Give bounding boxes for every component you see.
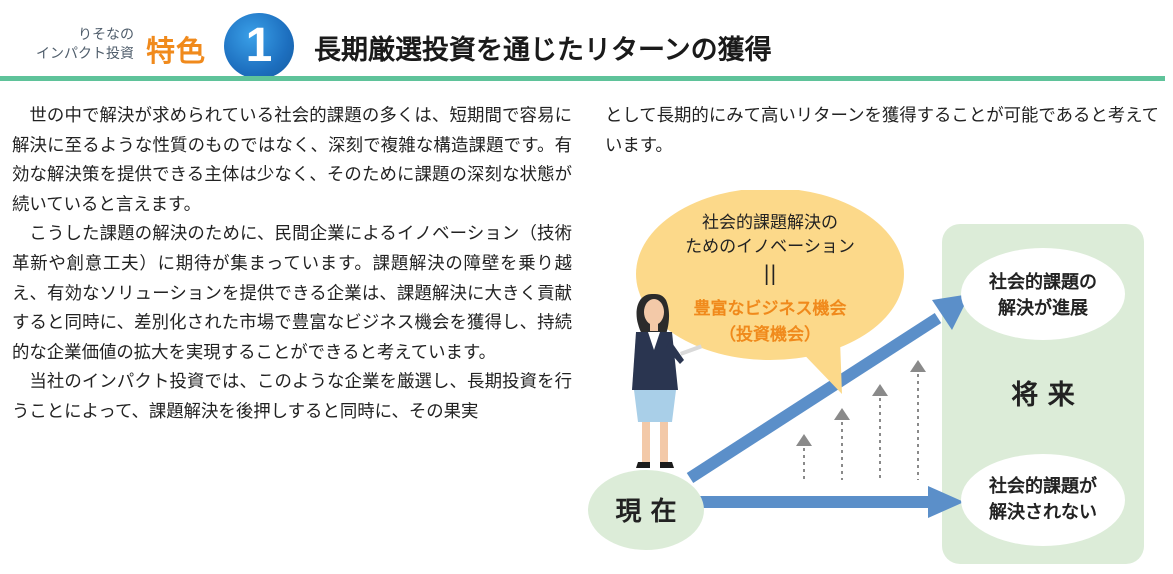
flat-arrow — [700, 486, 964, 518]
rising-indicators — [796, 360, 926, 480]
rising-arrow — [686, 294, 970, 484]
outcome-solved: 社会的課題の 解決が進展 — [961, 248, 1125, 340]
feature-number-badge: 1 — [224, 13, 294, 79]
bubble-line-1: 社会的課題解決の — [702, 213, 838, 233]
body-paragraph-4: として長期的にみて高いリターンを獲得することが可能であると考えています。 — [605, 106, 1160, 156]
future-label: 将 来 — [1011, 380, 1074, 411]
presenter-illustration — [632, 294, 703, 468]
body-paragraph-2: こうした課題の解決のために、民間企業によるイノベーション（技術革新や創意工夫）に… — [12, 224, 572, 363]
left-column: 世の中で解決が求められている社会的課題の多くは、短期間で容易に解決に至るような性… — [12, 102, 572, 428]
innovation-bubble: 社会的課題解決の ためのイノベーション || 豊富なビジネス機会 （投資機会） — [636, 190, 904, 394]
return-diagram: 社会的課題解決の ためのイノベーション || 豊富なビジネス機会 （投資機会） … — [588, 190, 1144, 564]
bubble-highlight-1: 豊富なビジネス機会 — [694, 298, 847, 319]
brand-line-1: りそなの — [78, 27, 134, 43]
outcome-unsolved-line-1: 社会的課題が — [989, 475, 1097, 497]
outcome-unsolved-line-2: 解決されない — [989, 501, 1097, 523]
brand-label: りそなの インパクト投資 — [14, 26, 134, 64]
header-divider — [0, 76, 1165, 81]
right-column: として長期的にみて高いリターンを獲得することが可能であると考えています。 — [605, 102, 1170, 161]
outcome-unsolved: 社会的課題が 解決されない — [961, 454, 1125, 546]
bubble-line-2: ためのイノベーション — [685, 237, 855, 257]
body-paragraph-3: 当社のインパクト投資では、このような企業を厳選し、長期投資を行うことによって、課… — [12, 372, 572, 422]
body-paragraph-1: 世の中で解決が求められている社会的課題の多くは、短期間で容易に解決に至るような性… — [12, 106, 572, 215]
feature-label: 特色 — [146, 34, 207, 68]
bubble-highlight-2: （投資機会） — [719, 324, 821, 345]
brand-line-2: インパクト投資 — [36, 46, 134, 62]
page-title: 長期厳選投資を通じたリターンの獲得 — [314, 35, 772, 66]
bubble-equals: || — [763, 261, 776, 285]
present-node: 現 在 — [588, 470, 704, 550]
present-label: 現 在 — [615, 497, 676, 527]
outcome-solved-line-2: 解決が進展 — [998, 297, 1089, 319]
section-header: りそなの インパクト投資 特色 1 長期厳選投資を通じたリターンの獲得 — [0, 0, 1173, 81]
outcome-solved-line-1: 社会的課題の — [989, 271, 1097, 293]
